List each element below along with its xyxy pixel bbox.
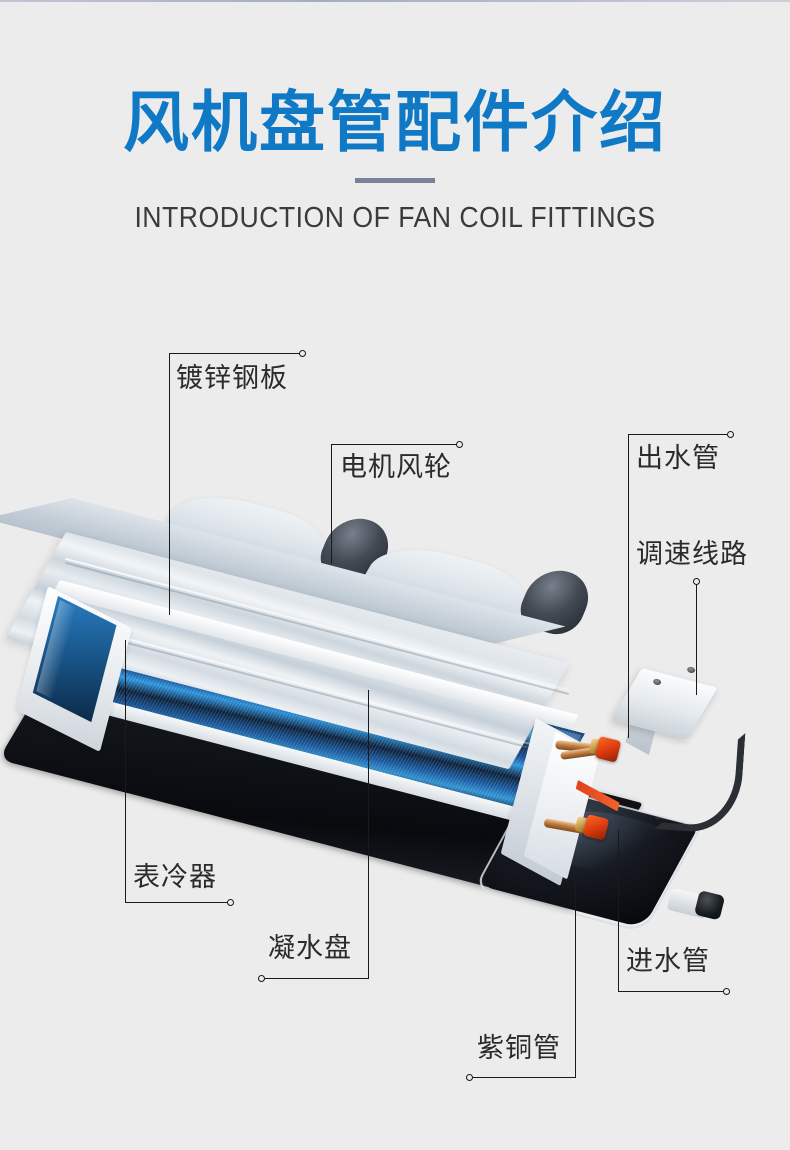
leader-line-v [368,690,369,978]
leader-dot [723,988,730,995]
page-title: 风机盘管配件介绍 [123,85,667,159]
callout-label: 电机风轮 [340,452,452,482]
leader-line-v [618,830,619,991]
leader-line-v [169,353,170,615]
callout-label: 凝水盘 [268,933,352,963]
leader-line-v [575,880,576,1077]
leader-line-h [470,1077,576,1078]
leader-line-h [169,353,302,354]
product-image [0,300,790,1000]
leader-line-h [331,444,459,445]
leader-line-h [618,991,726,992]
leader-line-v [628,434,629,738]
callout-label: 紫铜管 [477,1033,561,1063]
leader-dot [227,899,234,906]
leader-dot [258,975,265,982]
callout-label: 出水管 [636,443,720,473]
callout-label: 调速线路 [636,539,748,569]
leader-line-h [261,978,369,979]
leader-dot [727,431,734,438]
leader-line-v [696,585,697,695]
control-box-screw-2 [686,666,696,674]
leader-dot [693,578,700,585]
leader-line-v [125,640,126,902]
leader-dot [456,441,463,448]
page-subtitle: INTRODUCTION OF FAN COIL FITTINGS [134,202,656,234]
leader-line-h [125,902,230,903]
leader-dot [299,350,306,357]
callout-label: 表冷器 [133,862,217,892]
callout-label: 镀锌钢板 [176,363,288,393]
title-divider [355,178,435,183]
leader-line-h [628,434,730,435]
speed-control-conduit [654,727,746,835]
callout-label: 进水管 [626,946,710,976]
leader-line-v [331,444,332,564]
outlet-valve [594,736,622,763]
top-hairline [0,0,790,2]
leader-dot [466,1074,473,1081]
